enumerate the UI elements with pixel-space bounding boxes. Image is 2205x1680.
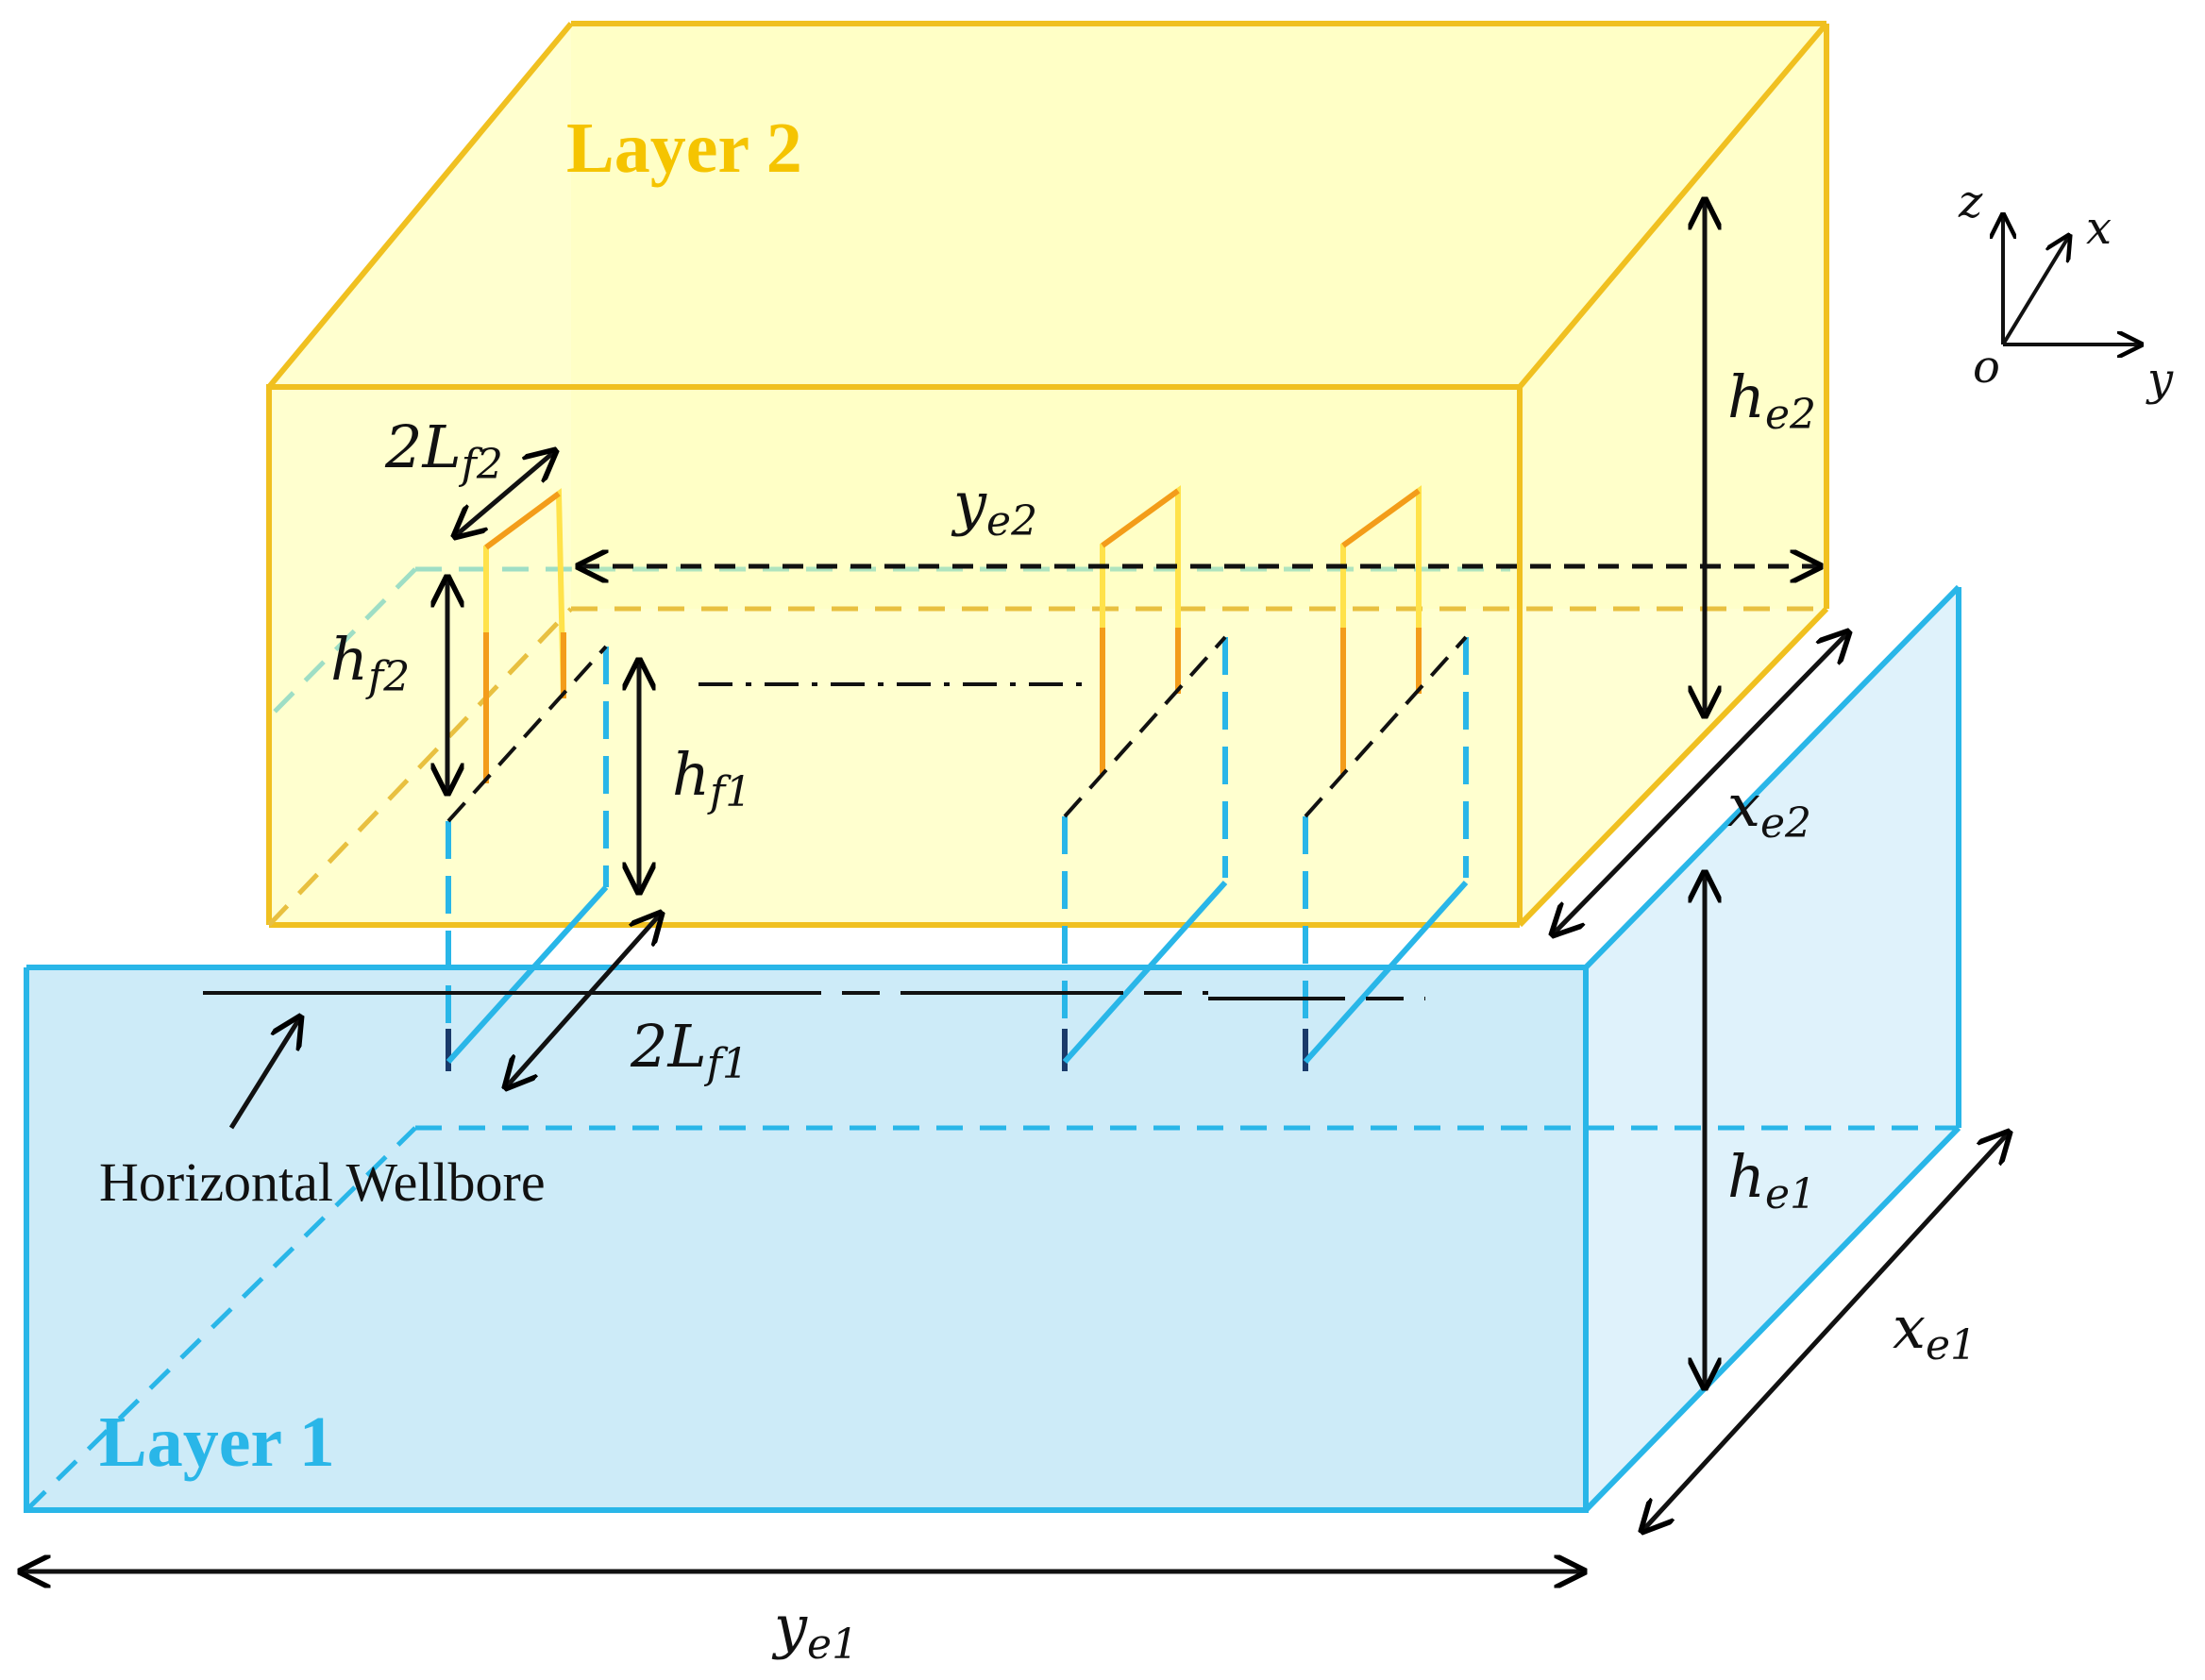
fracture-group-3 [1303,485,1469,1071]
wellbore-pointer-arrow [228,1017,300,1130]
layer2-hidden-edges [267,606,1826,927]
layer2-front-face [269,387,1520,925]
x-axis-label: x [2086,202,2112,255]
layer2-back-face [571,24,1826,609]
layer1-front-face [26,967,1586,1510]
layer2-top-face [269,24,1826,387]
ye1-label: ye1 [771,1592,858,1669]
fracture-group-2 [1062,485,1228,1071]
origin-label: o [1973,341,2000,394]
z-axis-label: z [1958,176,1983,228]
xe2-label: xe2 [1727,771,1811,848]
hf1-label: hf1 [672,740,751,816]
y-axis-label: y [2146,353,2174,406]
lf1-label: 2Lf1 [630,1012,749,1088]
lf2-label: 2Lf2 [384,412,503,489]
horizontal-wellbore [203,991,1425,1000]
wellbore-label: Horizontal Wellbore [99,1151,546,1213]
xe1-arrow [1642,1133,2009,1531]
hf2-label: hf2 [330,625,410,701]
layer2-label: Layer 2 [566,109,802,188]
x-axis-arrow [2001,236,2069,346]
dimension-arrows [21,200,2009,1571]
lf1-arrow [506,914,661,1087]
coordinate-axes [2003,215,2141,344]
layer1-label: Layer 1 [99,1403,335,1482]
he1-label: he1 [1727,1142,1816,1218]
lf2-arrow [455,451,555,536]
he2-label: he2 [1727,362,1816,439]
xe1-label: xe1 [1893,1293,1977,1369]
xe2-arrow [1553,632,1848,934]
ye2-label: ye2 [951,469,1037,546]
